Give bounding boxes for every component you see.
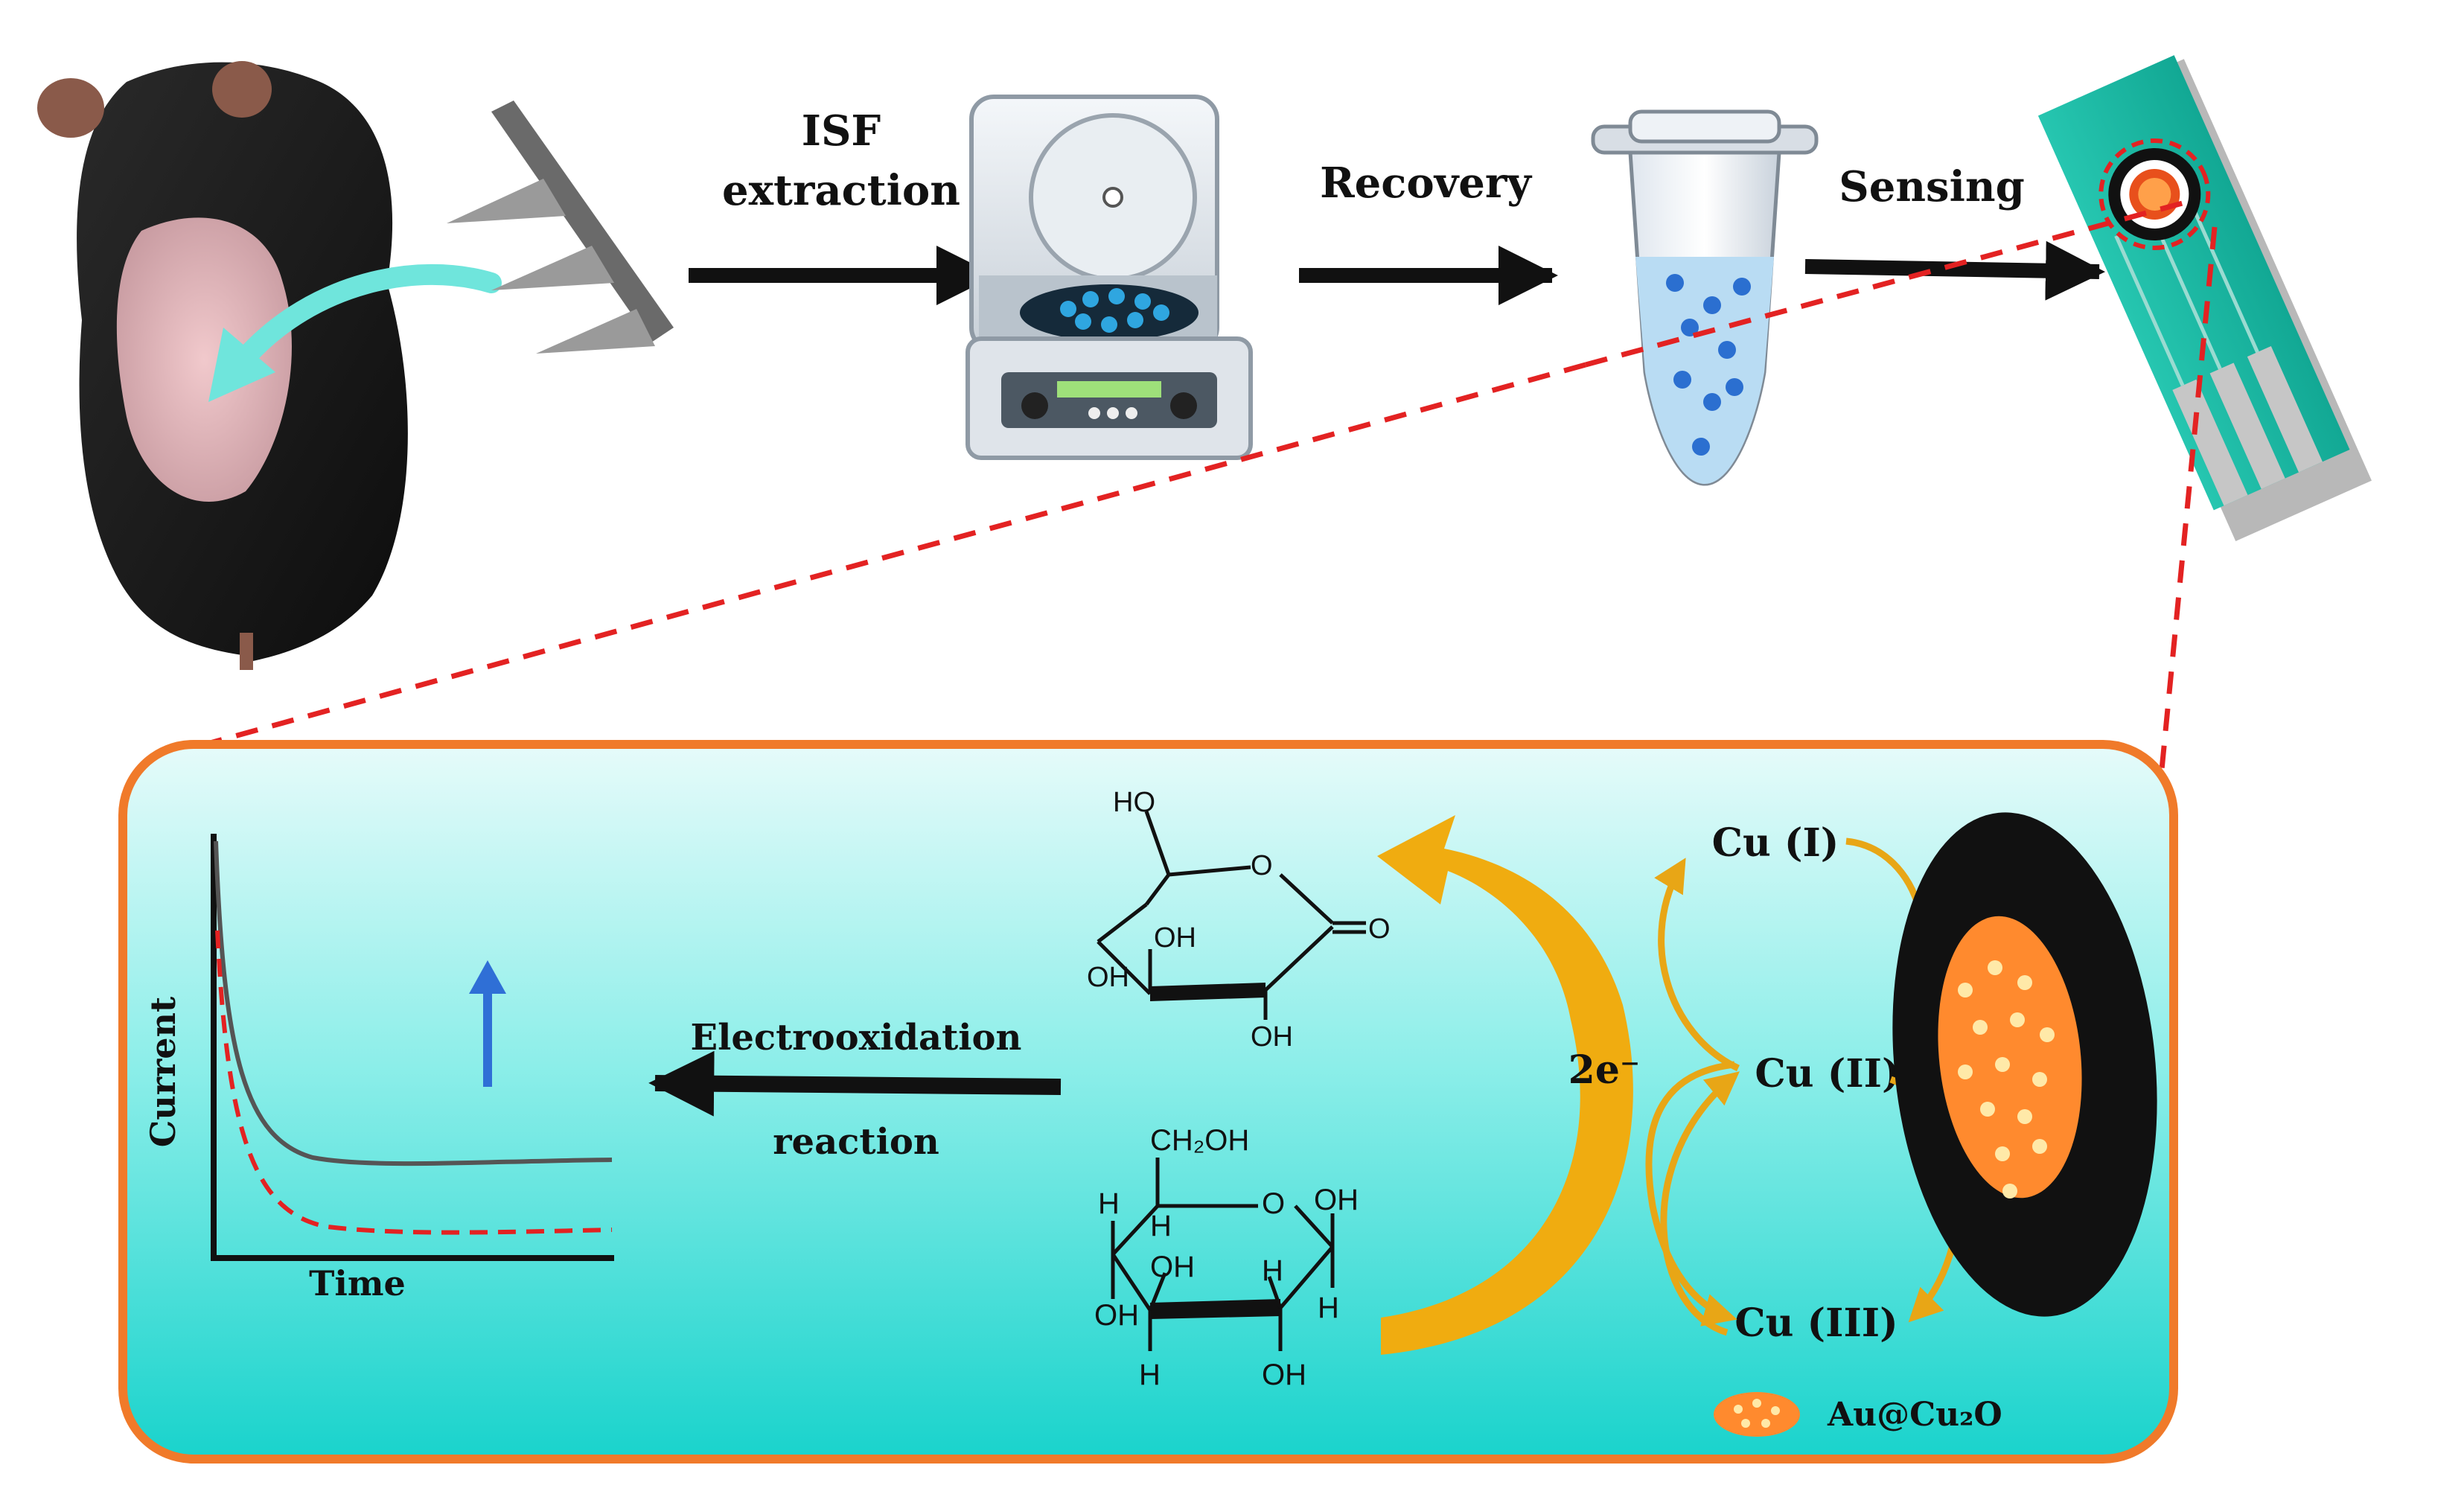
sensor-strip-icon — [2037, 55, 2372, 541]
plot-curve-dashed — [215, 930, 613, 1235]
reaction-label-line1: Electrooxidation — [691, 1017, 1022, 1059]
electrode-disk — [1892, 812, 2157, 1317]
legend: Au@Cu₂O — [1714, 1392, 2002, 1437]
glucose-label-oh-c2: OH — [1262, 1359, 1306, 1391]
lactone-label-carbonyl-o: O — [1368, 913, 1391, 945]
step-label-extraction: extraction — [722, 166, 960, 215]
lactone-label-oh-3: OH — [1251, 1021, 1293, 1053]
glucose-label-oh-c4: OH — [1094, 1299, 1139, 1332]
lactone-label-ho: HO — [1113, 787, 1155, 818]
lactone-label-oh-2: OH — [1087, 962, 1129, 993]
microneedle-patch — [447, 100, 674, 354]
zoom-line-tube — [1585, 197, 2197, 368]
sample-tube-icon — [1591, 109, 1819, 486]
glucose-label-ch2oh: CH₂OH — [1150, 1124, 1249, 1157]
step-label-recovery: Recovery — [1320, 159, 1532, 208]
glucose-label-h-c1: H — [1318, 1292, 1339, 1324]
lactone-label-oh-1: OH — [1154, 922, 1196, 954]
legend-swatch — [1714, 1392, 1800, 1437]
glucose-label-h-c5: H — [1150, 1210, 1172, 1242]
glucose-oxidation-arrow — [1377, 815, 1633, 1355]
centrifuge-icon — [966, 95, 1253, 460]
workflow-arrow-3 — [1804, 240, 2105, 301]
step-label-isf: ISF — [802, 106, 881, 156]
zoom-line-left — [204, 362, 1586, 747]
cu-iii-label: Cu (III) — [1734, 1300, 1898, 1346]
glucose-label-h-c2: H — [1262, 1254, 1283, 1287]
step-label-sensing: Sensing — [1839, 162, 2024, 211]
glucose-label-h-c3: H — [1139, 1359, 1161, 1391]
plot-curve-solid — [214, 840, 613, 1166]
cu-ii-to-cu-iii-arrow — [1645, 1061, 1737, 1327]
plot-y-label: Current — [143, 996, 183, 1147]
current-time-plot: Time Current — [143, 834, 614, 1303]
cu-ii-to-cu-i-arrow — [1654, 858, 1740, 1072]
reaction-label-line2: reaction — [773, 1121, 939, 1163]
application-arrow — [235, 264, 502, 368]
lactone-label-ring-o: O — [1251, 850, 1273, 881]
cu-ii-label: Cu (II) — [1755, 1051, 1900, 1097]
plot-x-label: Time — [309, 1263, 406, 1303]
electrooxidation-arrow — [648, 1050, 1062, 1117]
glucose-label-ring-o: O — [1262, 1187, 1285, 1220]
glucose-label-h-c4: H — [1098, 1187, 1120, 1220]
gluconolactone-structure: HO O O OH OH OH — [1087, 787, 1391, 1053]
glucose-label-oh-c1: OH — [1314, 1184, 1359, 1216]
mechanism-panel — [118, 740, 2178, 1464]
cu-i-label: Cu (I) — [1712, 820, 1839, 866]
legend-label: Au@Cu₂O — [1827, 1396, 2002, 1434]
glucose-structure: CH₂OH O OH H H OH H H OH H OH — [1094, 1124, 1359, 1391]
cu-iii-to-cu-ii-arrow — [1660, 1071, 1740, 1336]
glucose-label-oh-c3: OH — [1150, 1251, 1195, 1283]
zoom-line-right — [2156, 226, 2218, 801]
electron-label: 2e⁻ — [1568, 1047, 1641, 1093]
